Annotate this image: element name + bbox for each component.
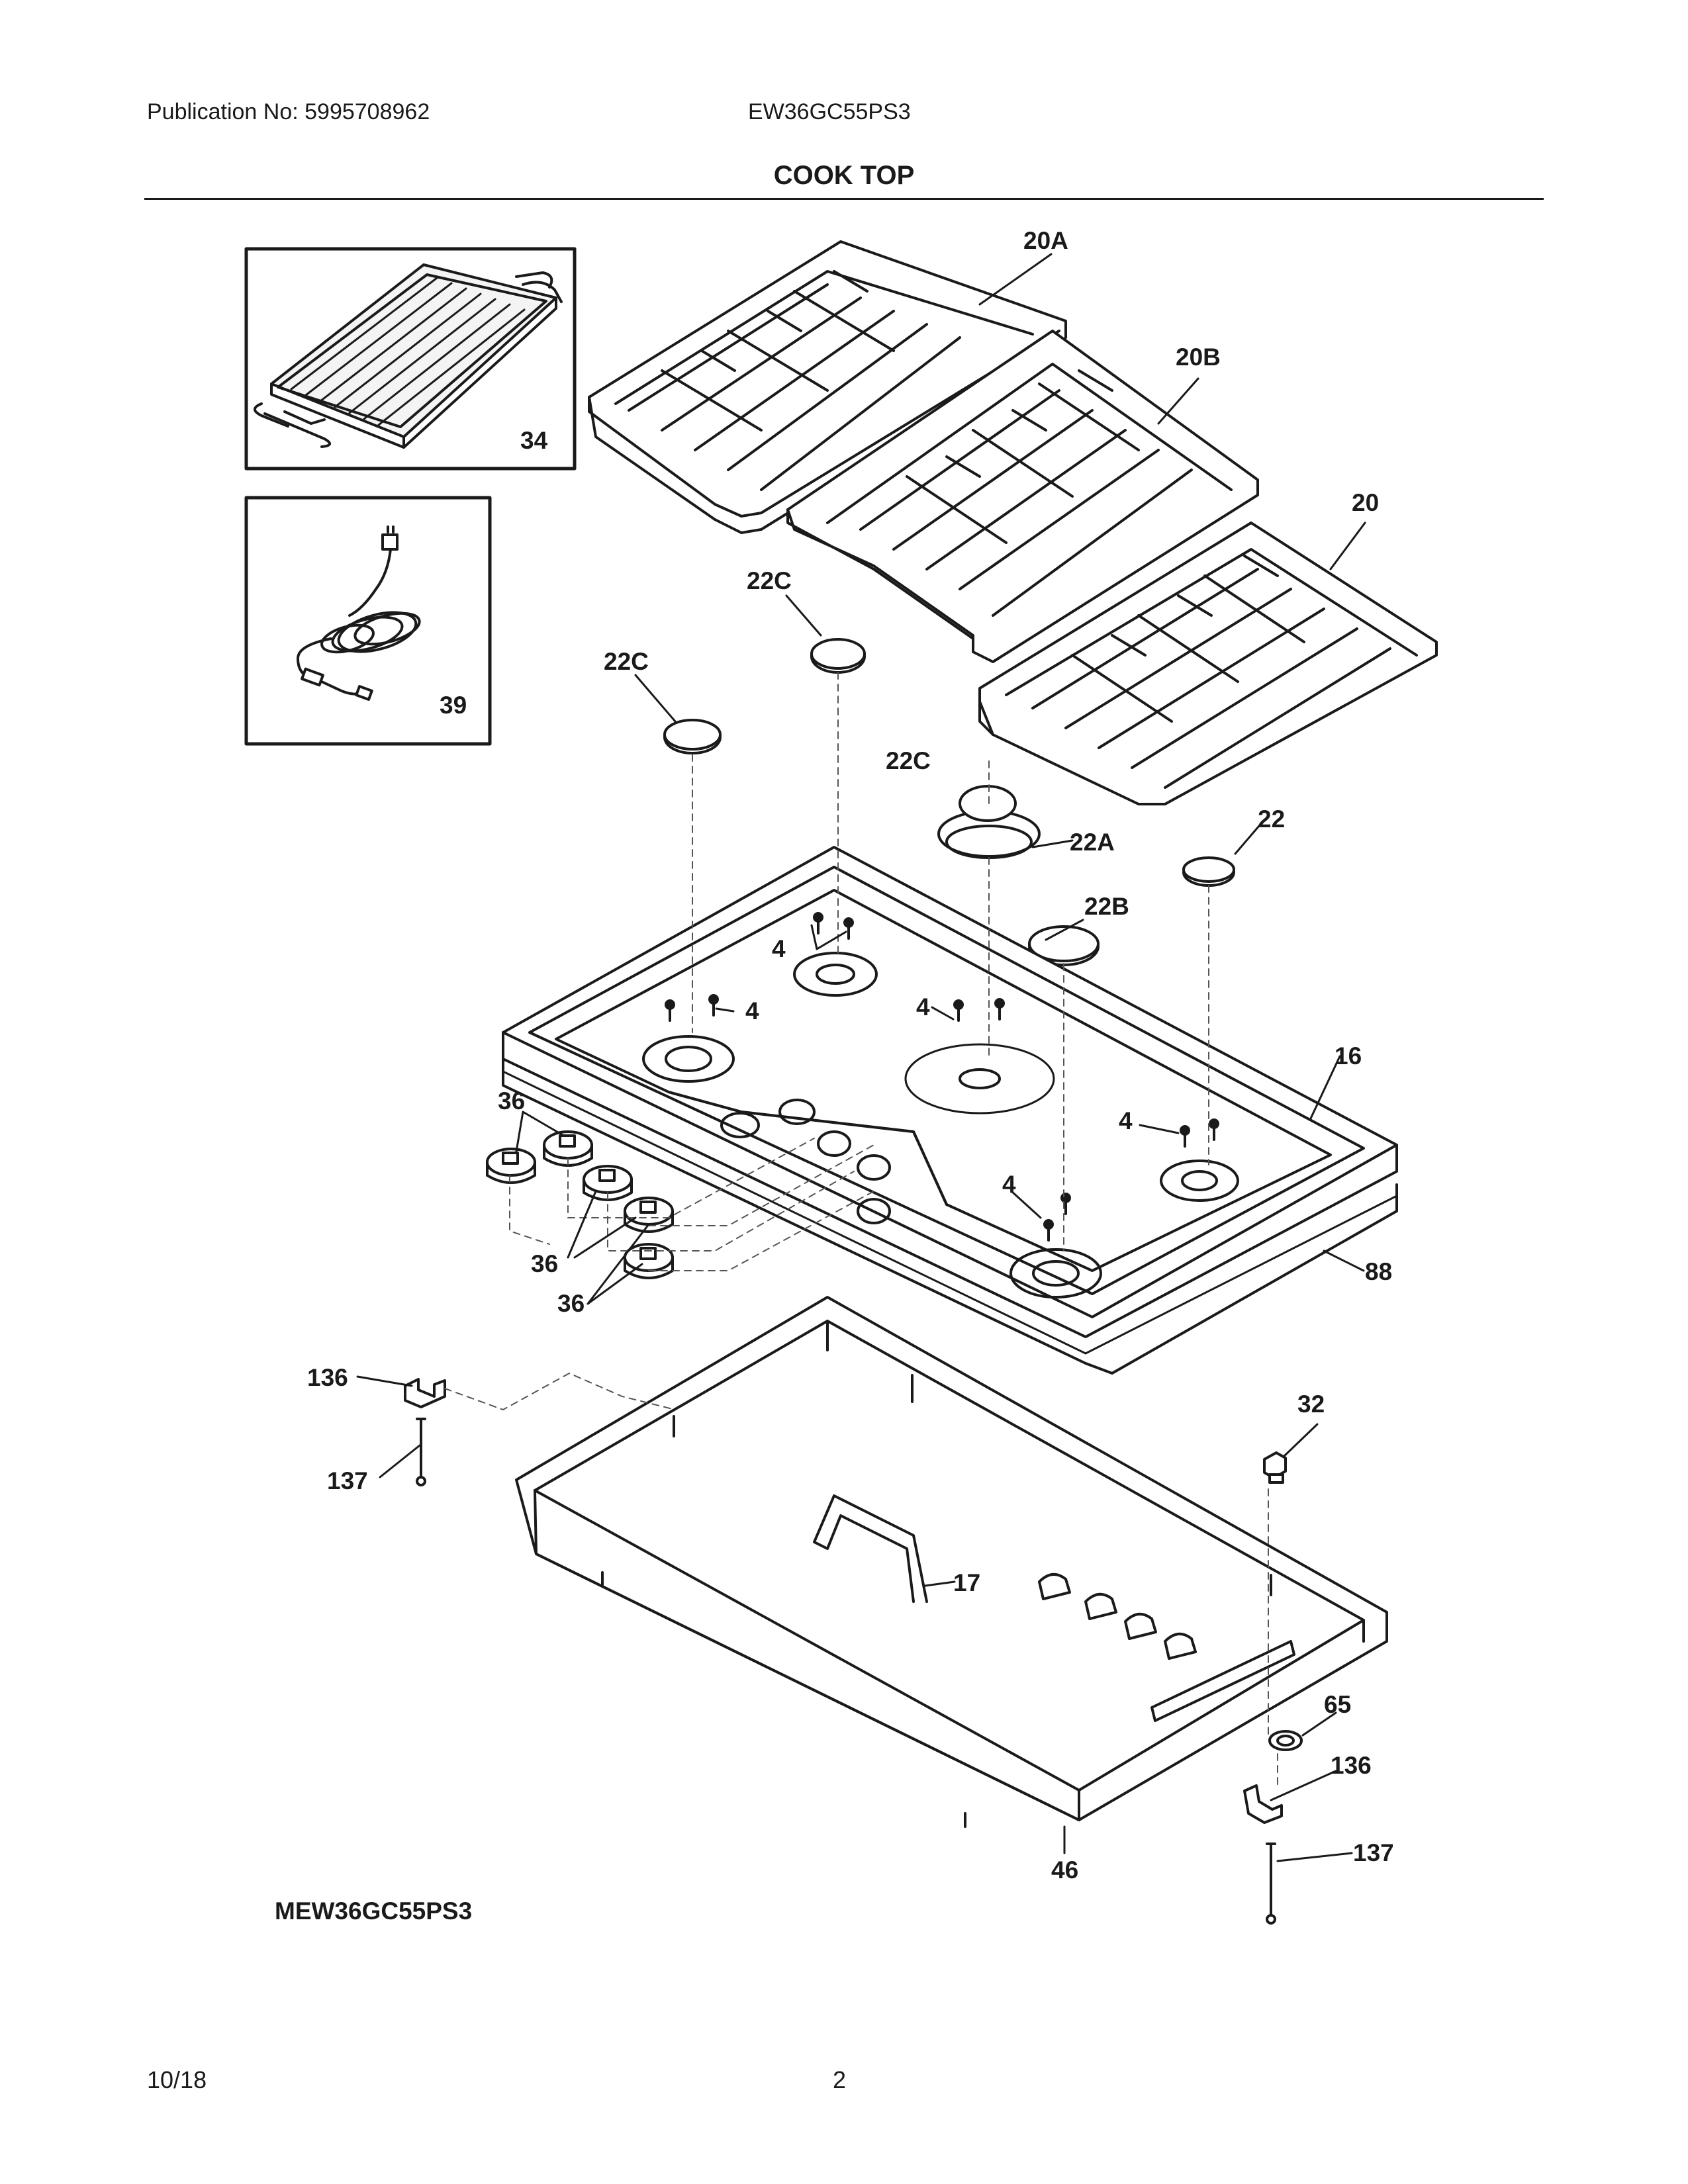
callout-4-front: 4 (1002, 1171, 1016, 1198)
callout-22C-left: 22C (604, 648, 649, 675)
callout-4-back: 4 (772, 935, 786, 962)
callout-46: 46 (1051, 1856, 1078, 1884)
callout-22A: 22A (1070, 829, 1115, 856)
callout-137-right: 137 (1353, 1839, 1394, 1866)
screws-4 (665, 912, 1219, 1242)
callout-65: 65 (1324, 1691, 1351, 1718)
callout-34: 34 (520, 427, 548, 454)
screw-137-right (1266, 1843, 1276, 1925)
callout-4-left: 4 (745, 997, 759, 1024)
callout-20: 20 (1352, 489, 1379, 516)
bracket-136-right (1243, 1784, 1283, 1824)
callout-22C-center: 22C (747, 567, 792, 594)
grommet-65 (1268, 1730, 1303, 1751)
callout-20B: 20B (1176, 343, 1221, 371)
model-number: EW36GC55PS3 (748, 99, 911, 124)
callout-137-left: 137 (327, 1467, 368, 1494)
callout-labels: 20A 20B 20 22C 22C 22C 22A 22 22B 4 4 4 … (307, 227, 1394, 1884)
leader-lines (356, 253, 1366, 1862)
callout-88: 88 (1365, 1258, 1392, 1285)
burner-box (515, 1296, 1388, 1828)
griddle-inset (244, 247, 577, 471)
model-variant-label: MEW36GC55PS3 (275, 1897, 473, 1925)
header-divider (144, 198, 1544, 200)
callout-17: 17 (953, 1569, 980, 1596)
callout-36-mid: 36 (531, 1250, 558, 1277)
callout-32: 32 (1297, 1390, 1325, 1418)
callout-22: 22 (1258, 805, 1285, 833)
igniter-32 (1263, 1451, 1287, 1484)
bracket-136-left (404, 1378, 446, 1408)
cooktop-panel (502, 846, 1398, 1375)
callout-4-right: 4 (1119, 1107, 1133, 1134)
footer-date: 10/18 (147, 2066, 207, 2093)
callout-136-left: 136 (307, 1364, 348, 1391)
power-cord-inset (244, 496, 492, 746)
callout-36-bottom: 36 (557, 1290, 585, 1317)
callout-4-center: 4 (916, 993, 930, 1021)
callout-36-top: 36 (498, 1087, 525, 1115)
publication-number: Publication No: 5995708962 (147, 99, 430, 124)
callout-39: 39 (440, 692, 467, 719)
page-number: 2 (833, 2066, 847, 2093)
callout-16: 16 (1335, 1042, 1362, 1069)
callout-20A: 20A (1023, 227, 1068, 254)
assembly-lines (444, 672, 1278, 1788)
callout-136-right: 136 (1331, 1752, 1372, 1779)
grate-20 (978, 522, 1438, 805)
callout-22C-burner: 22C (886, 747, 931, 774)
burner-caps (663, 638, 1235, 966)
screw-137-left (416, 1418, 426, 1486)
grate-20B (786, 330, 1259, 663)
callout-22B: 22B (1084, 893, 1129, 920)
section-title: COOK TOP (773, 161, 915, 190)
